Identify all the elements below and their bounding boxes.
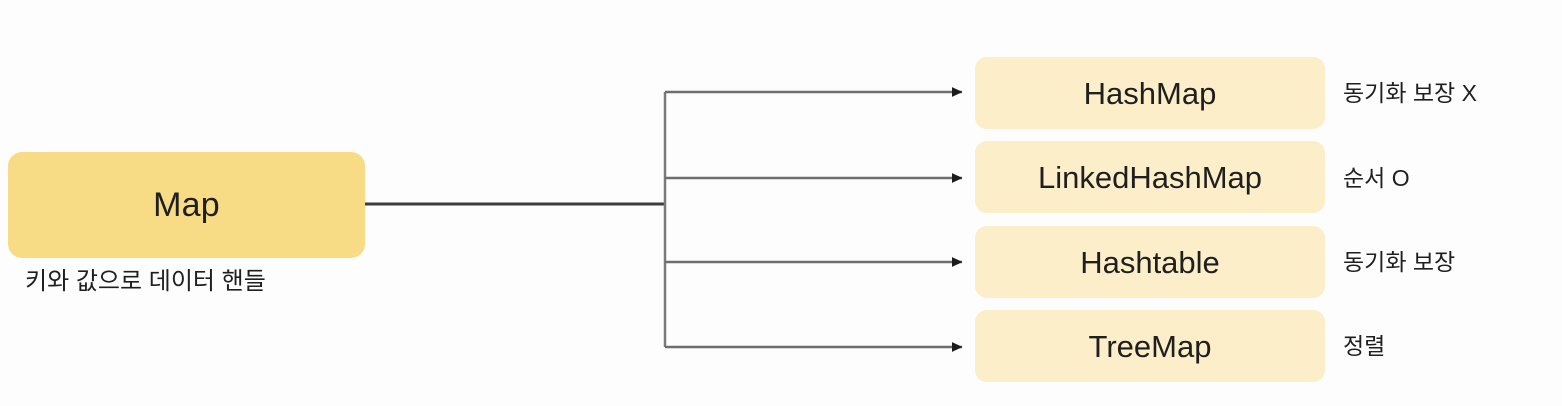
node-linkedhashmap: LinkedHashMap xyxy=(975,141,1325,213)
node-treemap-note: 정렬 xyxy=(1343,333,1386,359)
node-linkedhashmap-note: 순서 O xyxy=(1343,165,1410,191)
node-map: Map xyxy=(8,152,365,258)
node-hashtable-label: Hashtable xyxy=(1080,244,1220,280)
node-hashmap-label: HashMap xyxy=(1083,75,1217,111)
node-treemap-label: TreeMap xyxy=(1088,328,1212,364)
node-hashtable: Hashtable xyxy=(975,226,1325,298)
node-hashmap-note: 동기화 보장 X xyxy=(1343,80,1477,106)
node-linkedhashmap-label: LinkedHashMap xyxy=(1037,159,1263,195)
node-hashtable-note: 동기화 보장 xyxy=(1343,249,1456,275)
node-treemap: TreeMap xyxy=(975,310,1325,382)
node-hashmap: HashMap xyxy=(975,57,1325,129)
node-map-label: Map xyxy=(153,186,220,224)
node-map-caption: 키와 값으로 데이터 핸들 xyxy=(25,268,266,295)
